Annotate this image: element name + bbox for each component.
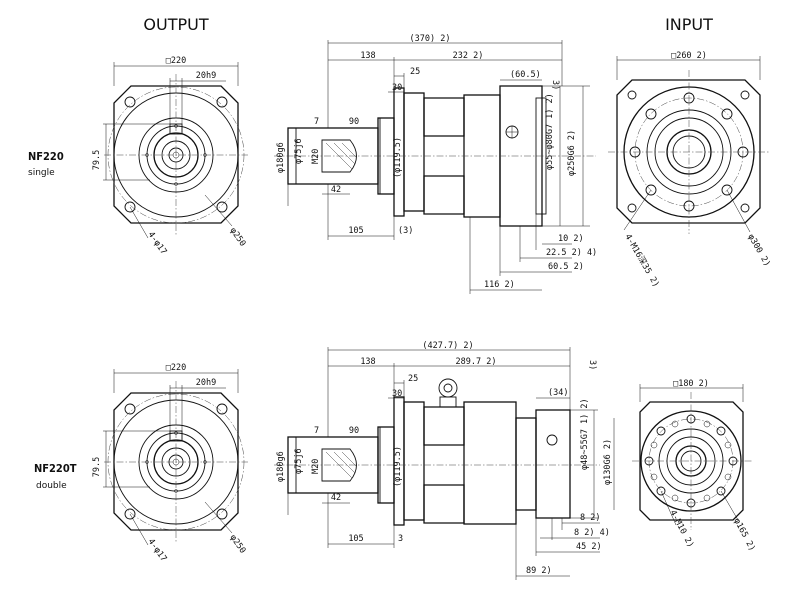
dim-pilot: φ180g6 [276, 142, 286, 173]
model-label-nf220: NF220 single [28, 150, 64, 178]
input-flange-view-nf220: □260 2) 4-M16深35 2) φ300 2) [608, 51, 772, 289]
dim-spigot: φ250G6 2) [567, 130, 577, 176]
dim-d116: 116 2) [484, 280, 515, 290]
model-subtitle: double [36, 481, 67, 491]
dim-boss: (φ119.5) [393, 446, 403, 487]
dim-shaft: φ75j6 [294, 138, 304, 164]
dim-d60: 60.5 2) [548, 262, 584, 272]
dim-key-start: 7 [314, 426, 319, 436]
output-header: OUTPUT [143, 15, 208, 34]
note-3: 3) [550, 80, 560, 90]
dim-hub: 30 [392, 83, 402, 93]
dim-square: □220 [166, 363, 186, 373]
dim-pcd: φ165 2) [731, 517, 757, 553]
dim-pcd: φ250 [228, 533, 248, 556]
output-flange-view-nf220: □220 20h9 79.5 4-φ17 φ250 [92, 56, 248, 257]
model-name: NF220 [28, 150, 64, 163]
dim-holes: 4-φ17 [146, 537, 169, 564]
dim-thread: M20 [311, 149, 321, 164]
dim-square: □180 2) [673, 379, 709, 389]
dim-offset: 105 [348, 534, 363, 544]
dim-pcd: φ300 2) [745, 233, 772, 269]
dim-key-depth: 42 [331, 493, 341, 503]
dim-pcd: φ250 [228, 226, 248, 249]
dim-offset: 105 [348, 226, 363, 236]
dim-d22: 8 2) 4) [574, 528, 610, 538]
dim-bore: φ55~φ80G7 1) 2) [545, 93, 555, 170]
model-subtitle: single [28, 168, 55, 178]
dim-shoulder: (3) [398, 226, 413, 236]
dim-rear: (60.5) [510, 70, 541, 80]
dim-d10: 10 2) [558, 234, 584, 244]
dim-shaft-height: 79.5 [92, 150, 102, 170]
dim-shaft-height: 79.5 [92, 457, 102, 477]
dim-overall: (427.7) 2) [422, 341, 473, 351]
dim-square: □220 [166, 56, 186, 66]
dim-flange-thickness: 25 [410, 67, 420, 77]
dim-d116: 89 2) [526, 566, 552, 576]
input-header: INPUT [665, 15, 713, 34]
dim-square: □260 2) [671, 51, 707, 61]
dim-d22: 22.5 2) 4) [546, 248, 597, 258]
dim-shaft: φ75j6 [294, 448, 304, 474]
dim-len-b: 232 2) [453, 51, 484, 61]
dim-thread: M20 [311, 459, 321, 474]
dim-spigot: φ130G6 2) [603, 439, 613, 485]
dim-key-length: 90 [349, 426, 359, 436]
dim-len-b: 289.7 2) [456, 357, 497, 367]
dim-key-width: 20h9 [196, 71, 216, 81]
dim-holes: 4-M16深35 2) [622, 233, 661, 290]
dim-key-depth: 42 [331, 185, 341, 195]
dim-pilot: φ180g6 [276, 451, 286, 482]
dim-boss: (φ119.5) [393, 137, 403, 178]
model-name: NF220T [34, 462, 77, 475]
dim-d10: 8 2) [580, 513, 600, 523]
dim-bore: φ48~55G7 1) 2) [580, 398, 590, 470]
dim-flange-thickness: 25 [408, 374, 418, 384]
dim-len-a: 138 [360, 51, 375, 61]
dim-shoulder: 3 [398, 534, 403, 544]
input-flange-view-nf220t: □180 2) 4-M10 2) φ165 2) [632, 379, 757, 553]
model-label-nf220t: NF220T double [34, 462, 77, 491]
dim-hub: 30 [392, 389, 402, 399]
note-3: 3) [587, 360, 597, 370]
dim-d60: 45 2) [576, 542, 602, 552]
dim-key-start: 7 [314, 117, 319, 127]
dim-rear: (34) [548, 388, 568, 398]
dim-key-width: 20h9 [196, 378, 216, 388]
output-flange-view-nf220t: □220 20h9 79.5 4-φ17 φ250 [92, 363, 248, 564]
side-view-nf220t: (427.7) 2) 138 289.7 2) 25 30 (34) 3) 7 … [274, 341, 615, 580]
dim-holes: 4-φ17 [146, 230, 169, 257]
dim-key-length: 90 [349, 117, 359, 127]
side-view-nf220: (370) 2) 138 232 2) 25 30 (60.5) 3) 7 90… [274, 34, 597, 294]
dim-overall: (370) 2) [410, 34, 451, 44]
dim-len-a: 138 [360, 357, 375, 367]
